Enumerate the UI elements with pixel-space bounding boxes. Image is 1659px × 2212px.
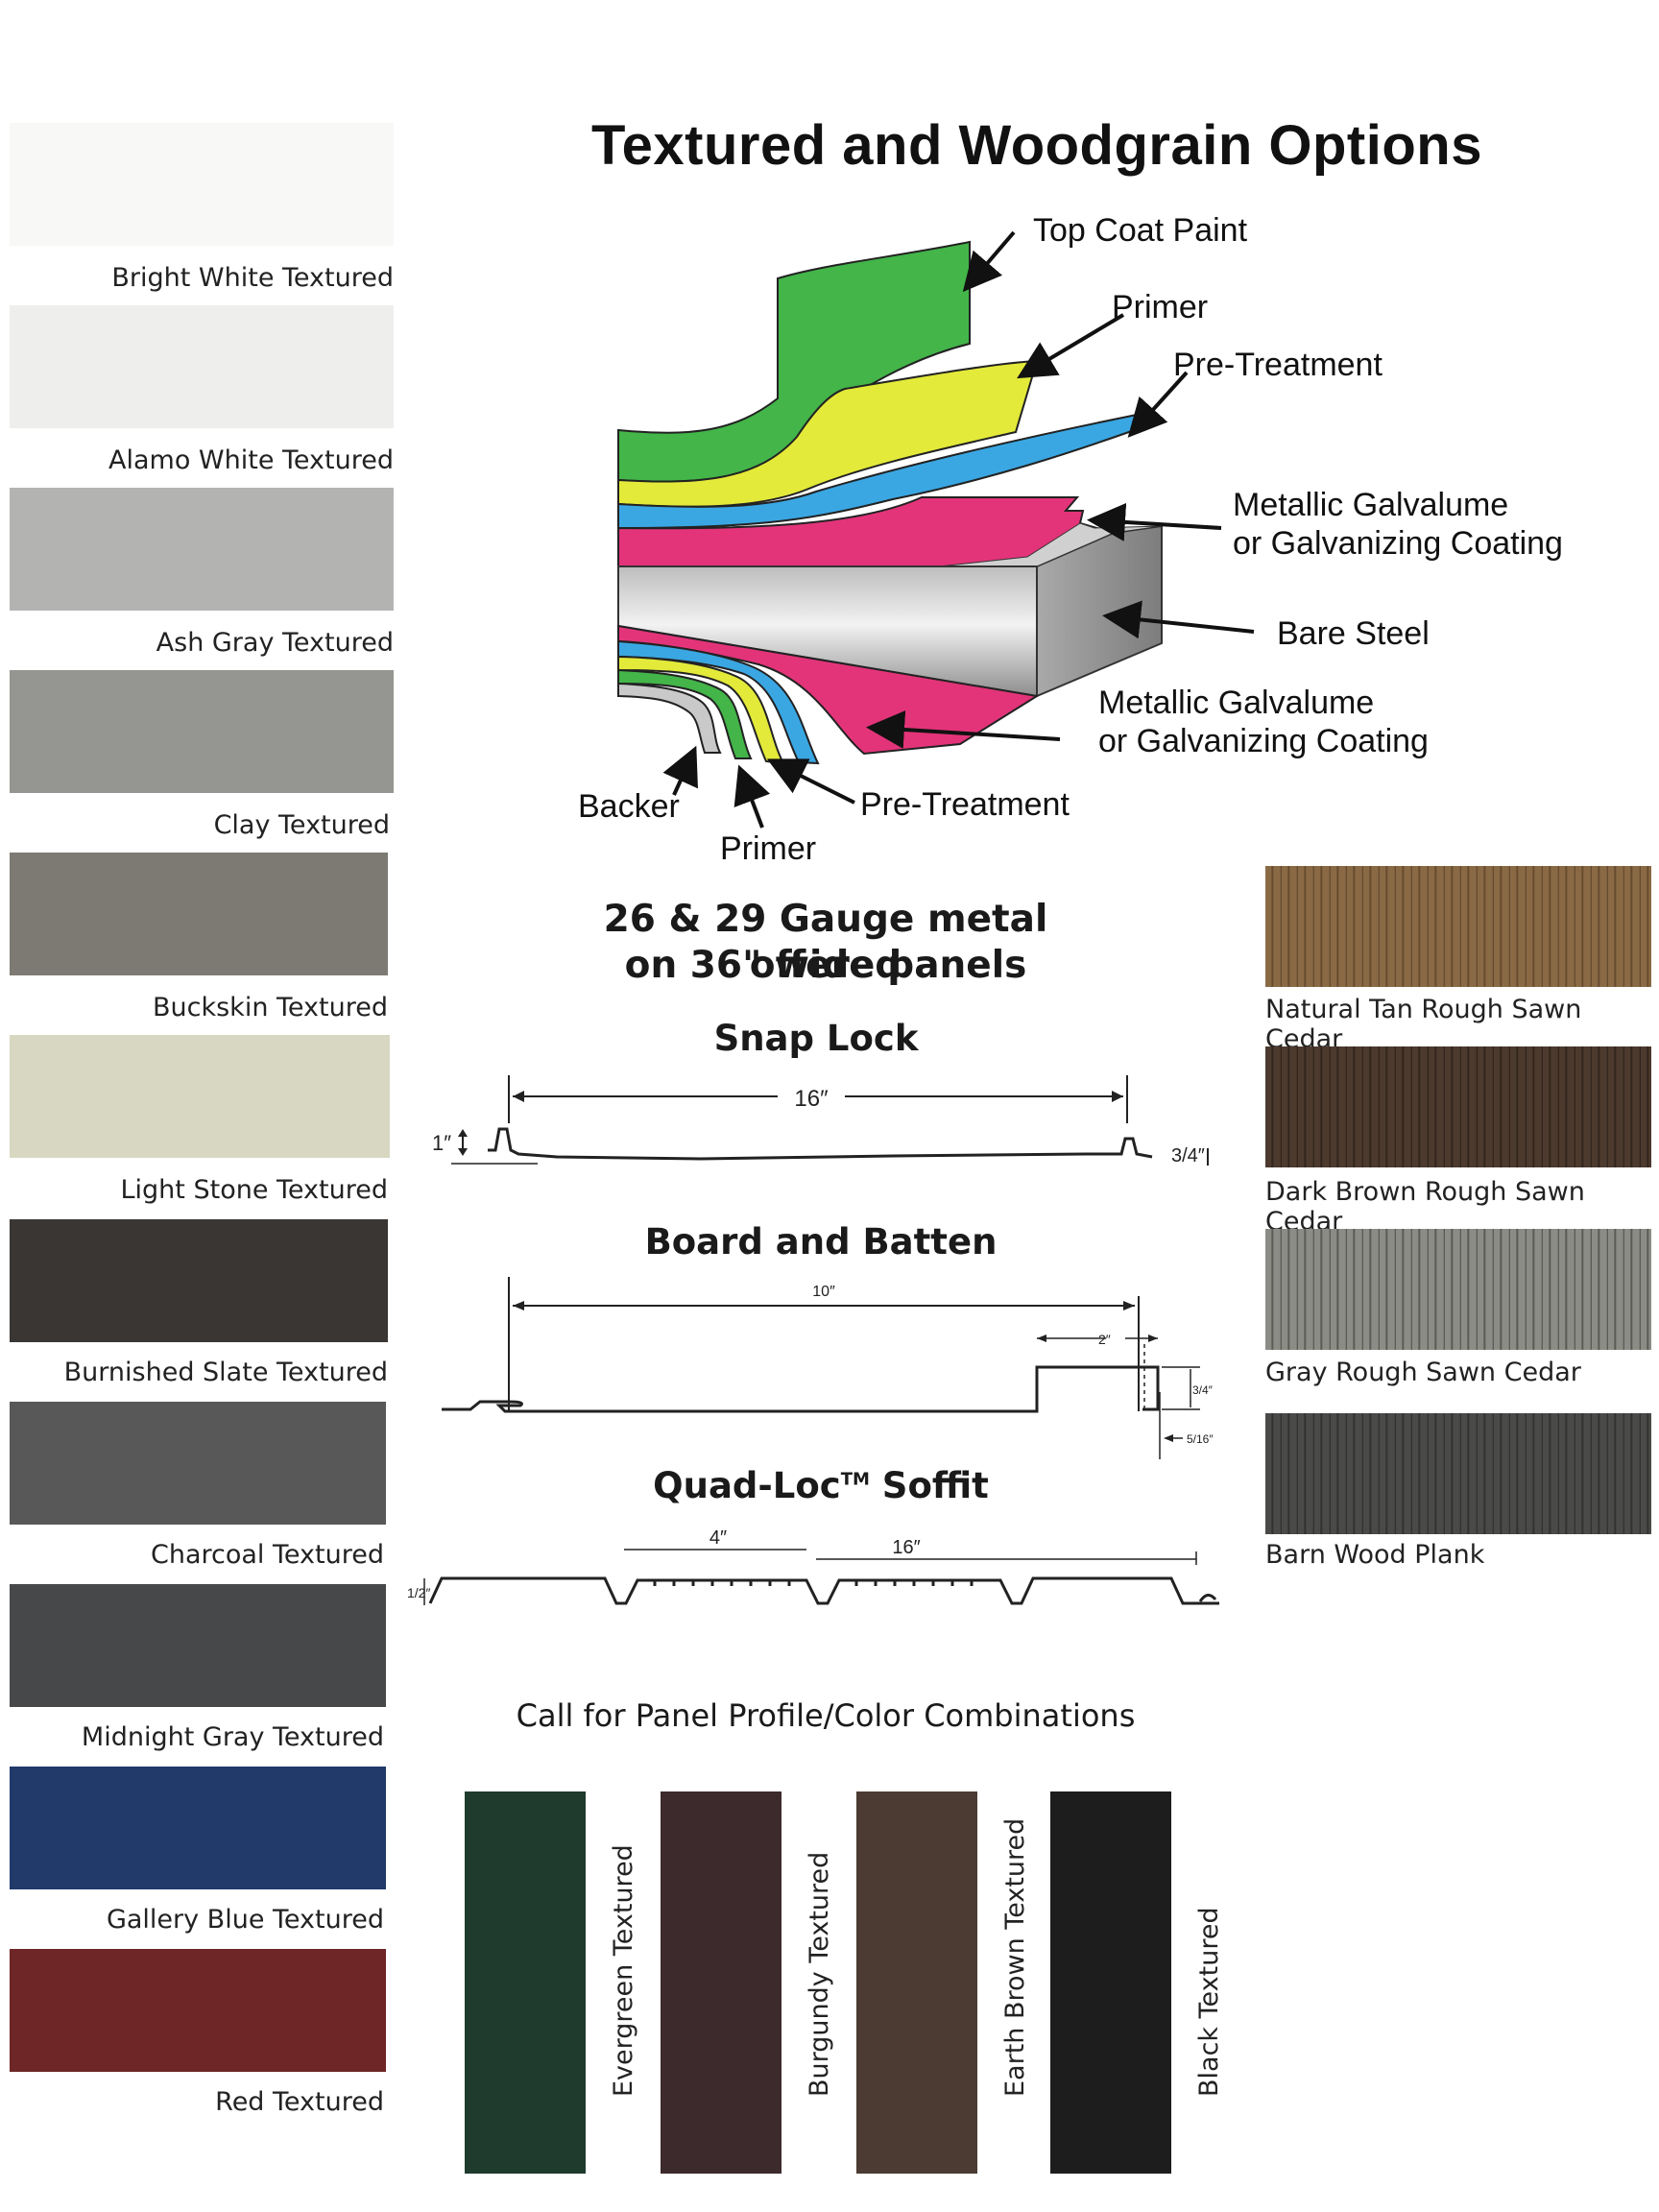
quad-loc-profile: 4″ 16″ 1/2″ bbox=[407, 1527, 1219, 1605]
color-swatch bbox=[10, 123, 394, 246]
woodgrain-swatch bbox=[1265, 1046, 1651, 1167]
snap-lock-width-label: 16″ bbox=[794, 1086, 829, 1112]
label-galvalume-top-1: Metallic Galvalume bbox=[1233, 487, 1509, 523]
quad-loc-large-width-label: 16″ bbox=[892, 1537, 920, 1558]
color-chip: Light Stone Textured bbox=[0, 1035, 403, 1205]
color-label: Buckskin Textured bbox=[153, 993, 388, 1022]
vertical-color-swatch bbox=[465, 1791, 586, 2174]
vertical-color-swatch bbox=[1050, 1791, 1171, 2174]
woodgrain-swatch bbox=[1265, 1229, 1651, 1350]
label-galvalume-top-2: or Galvanizing Coating bbox=[1233, 525, 1563, 562]
color-swatch bbox=[10, 853, 388, 975]
board-batten-title: Board and Batten bbox=[644, 1221, 998, 1262]
woodgrain-label: Dark Brown Rough Sawn Cedar bbox=[1265, 1177, 1585, 1237]
woodgrain-swatch bbox=[1265, 866, 1651, 987]
label-pretreatment-bottom: Pre-Treatment bbox=[860, 786, 1070, 823]
label-primer-bottom: Primer bbox=[720, 830, 817, 867]
vertical-color-swatch bbox=[661, 1791, 781, 2174]
vertical-color-label: Evergreen Textured bbox=[609, 1844, 638, 2097]
color-swatch bbox=[10, 1949, 386, 2072]
quad-loc-title-name: Quad-Loc bbox=[653, 1465, 841, 1506]
primer-layer bbox=[617, 359, 1039, 508]
color-chip: Ash Gray Textured bbox=[0, 488, 403, 658]
board-batten-width-label: 10″ bbox=[812, 1284, 835, 1300]
color-swatch bbox=[10, 1035, 390, 1158]
label-pretreatment-top: Pre-Treatment bbox=[1173, 347, 1382, 383]
vertical-color-swatch bbox=[856, 1791, 977, 2174]
woodgrain-label: Gray Rough Sawn Cedar bbox=[1265, 1358, 1581, 1387]
snap-lock-title: Snap Lock bbox=[713, 1018, 919, 1059]
call-for-combinations-text: Call for Panel Profile/Color Combination… bbox=[516, 1697, 1136, 1734]
board-batten-lip-label: 5/16″ bbox=[1187, 1432, 1214, 1446]
quad-loc-title: Quad-LocTM Soffit bbox=[576, 1465, 1066, 1506]
backer-layer bbox=[617, 682, 722, 754]
woodgrain-label: Barn Wood Plank bbox=[1265, 1540, 1485, 1570]
color-swatch bbox=[10, 305, 394, 428]
snap-lock-profile: 16″ 1″ 3/4″ bbox=[432, 1075, 1209, 1166]
label-backer: Backer bbox=[578, 788, 680, 825]
color-swatch bbox=[10, 1402, 386, 1525]
woodgrain-swatch bbox=[1265, 1413, 1651, 1534]
snap-lock-rib-label: 3/4″ bbox=[1171, 1145, 1205, 1166]
gauge-text-line1: 26 & 29 Gauge metal offered bbox=[603, 898, 1048, 987]
color-label: Midnight Gray Textured bbox=[81, 1722, 384, 1752]
color-swatch bbox=[10, 670, 394, 793]
coating-layer-diagram bbox=[617, 230, 1255, 829]
page-title: Textured and Woodgrain Options bbox=[591, 114, 1482, 177]
vertical-color-label: Burgundy Textured bbox=[805, 1851, 834, 2097]
color-swatch bbox=[10, 1767, 386, 1889]
vertical-color-label: Black Textured bbox=[1194, 1907, 1224, 2097]
woodgrain-label: Natural Tan Rough Sawn Cedar bbox=[1265, 995, 1582, 1054]
color-label: Gallery Blue Textured bbox=[106, 1905, 384, 1935]
label-bare-steel: Bare Steel bbox=[1277, 615, 1430, 652]
quad-loc-tm: TM bbox=[840, 1469, 870, 1490]
board-batten-batten-label: 2″ bbox=[1098, 1332, 1111, 1347]
color-chip: Alamo White Textured bbox=[0, 305, 403, 475]
color-label: Charcoal Textured bbox=[151, 1540, 384, 1570]
color-chip: Charcoal Textured bbox=[0, 1402, 403, 1570]
color-label: Light Stone Textured bbox=[120, 1175, 389, 1205]
color-swatch bbox=[10, 1584, 386, 1707]
color-label: Bright White Textured bbox=[111, 263, 394, 293]
color-swatch bbox=[10, 1219, 388, 1342]
color-label: Ash Gray Textured bbox=[156, 628, 394, 658]
color-swatch bbox=[10, 488, 394, 611]
label-galvalume-bottom-2: or Galvanizing Coating bbox=[1098, 723, 1429, 759]
color-chip: Red Textured bbox=[0, 1949, 403, 2117]
label-primer-top: Primer bbox=[1112, 289, 1209, 325]
board-batten-depth-label: 3/4″ bbox=[1192, 1383, 1214, 1397]
color-chip: Gallery Blue Textured bbox=[0, 1767, 403, 1935]
quad-loc-small-width-label: 4″ bbox=[709, 1527, 727, 1549]
label-top-coat: Top Coat Paint bbox=[1033, 212, 1248, 249]
board-batten-profile: 10″ 2″ 3/4″ 5/16″ bbox=[442, 1277, 1214, 1459]
gauge-text-line2: on 36" wide panels bbox=[624, 944, 1027, 987]
label-galvalume-bottom-1: Metallic Galvalume bbox=[1098, 685, 1375, 721]
snap-lock-height-label: 1″ bbox=[432, 1131, 451, 1155]
top-coat-bottom-layer bbox=[617, 668, 753, 759]
quad-loc-title-suffix: Soffit bbox=[881, 1465, 989, 1506]
quad-loc-height-label: 1/2″ bbox=[407, 1585, 430, 1600]
color-label: Red Textured bbox=[215, 2087, 384, 2117]
color-chip: Midnight Gray Textured bbox=[0, 1584, 403, 1752]
color-label: Burnished Slate Textured bbox=[63, 1358, 388, 1387]
color-chip: Clay Textured bbox=[0, 670, 403, 840]
color-chip: Bright White Textured bbox=[0, 123, 403, 293]
color-chip: Buckskin Textured bbox=[0, 853, 403, 1022]
pretreat-bottom-layer bbox=[617, 639, 820, 765]
color-label: Alamo White Textured bbox=[108, 445, 394, 475]
color-label: Clay Textured bbox=[213, 810, 390, 840]
color-chip: Burnished Slate Textured bbox=[0, 1219, 403, 1387]
vertical-color-label: Earth Brown Textured bbox=[1000, 1817, 1030, 2097]
